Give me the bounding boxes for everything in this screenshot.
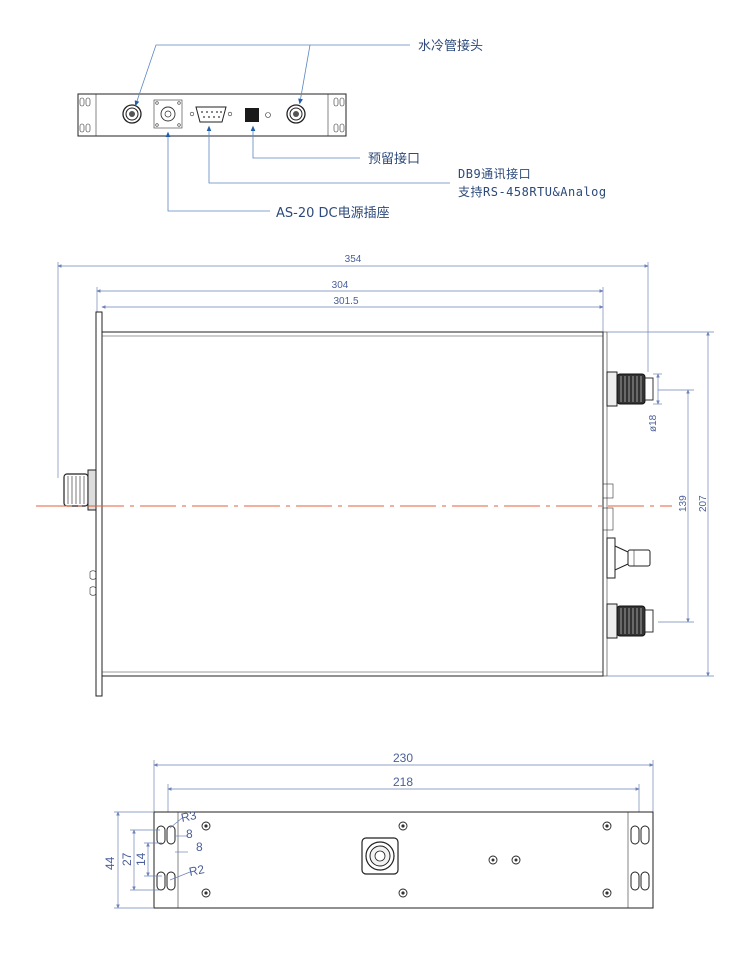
dim-44: 44 [103, 811, 154, 909]
dim-14: 14 [134, 842, 162, 877]
callout-db9: DB9通讯接口 支持RS-458RTU&Analog [206, 125, 607, 199]
rear-power-connector [361, 837, 399, 875]
dim-207: 207 [607, 331, 714, 677]
front-panel-outline [77, 93, 347, 137]
housing-body [101, 331, 604, 677]
rear-slot-holes [156, 825, 650, 891]
front-left-mount-holes [79, 97, 91, 133]
callout-reserved-port: 预留接口 [250, 125, 420, 167]
dim-304-label: 304 [332, 280, 349, 291]
water-connector-right [286, 104, 306, 124]
dim-3015-label: 301.5 [333, 296, 358, 307]
dim-304: 304 [96, 280, 604, 332]
dim-230-label: 230 [393, 751, 413, 765]
front-panel-view [77, 93, 347, 137]
side-left-screws [89, 570, 97, 596]
dim-dia18-label: ø18 [648, 414, 659, 432]
water-connector-left [122, 104, 142, 124]
side-bnc-connector [606, 537, 651, 579]
dim-r3-label: R3 [180, 808, 198, 825]
dim-230: 230 [153, 751, 654, 812]
label-power-socket: AS-20 DC电源插座 [276, 206, 390, 221]
power-socket-front [153, 99, 183, 129]
db9-connector-front [189, 106, 233, 123]
callout-power-socket: AS-20 DC电源插座 [165, 131, 390, 221]
dim-27: 27 [120, 829, 160, 891]
dim-218: 218 [167, 775, 640, 812]
water-fitting-top-side [606, 371, 654, 407]
side-view: 354 304 301.5 [36, 254, 714, 697]
label-db9-line2: 支持RS-458RTU&Analog [458, 184, 607, 199]
dim-354: 354 [57, 254, 649, 478]
dim-44-label: 44 [103, 856, 117, 870]
label-db9-line1: DB9通讯接口 [458, 166, 531, 181]
power-connector-side [63, 469, 97, 511]
water-fitting-bottom-side [606, 603, 654, 639]
rear-small-holes [488, 855, 521, 865]
dim-8a-label: 8 [186, 827, 193, 841]
front-right-mount-holes [333, 97, 345, 133]
dim-3015: 301.5 [101, 296, 604, 309]
dim-218-label: 218 [393, 775, 413, 789]
dim-8-labels: 8 8 [175, 827, 203, 854]
rear-screws [201, 821, 612, 898]
radius-labels: R3 R2 [169, 808, 206, 881]
dim-dia18: ø18 [648, 373, 662, 432]
dim-r2-label: R2 [188, 862, 206, 879]
rear-view: 230 218 [103, 751, 654, 909]
label-reserved-port: 预留接口 [368, 151, 420, 167]
dim-354-label: 354 [345, 254, 362, 265]
side-middle-ports [602, 483, 614, 531]
dim-207-label: 207 [698, 495, 709, 512]
label-water-cooling: 水冷管接头 [418, 38, 483, 54]
rear-panel-outline [153, 811, 654, 909]
front-flange [95, 311, 103, 697]
dim-139: 139 [658, 389, 694, 623]
dim-139-label: 139 [678, 495, 689, 512]
dim-14-label: 14 [134, 852, 148, 866]
reserved-port-front [245, 108, 271, 122]
dim-27-label: 27 [120, 852, 134, 866]
dim-8b-label: 8 [196, 840, 203, 854]
callout-water-cooling: 水冷管接头 [134, 38, 483, 107]
